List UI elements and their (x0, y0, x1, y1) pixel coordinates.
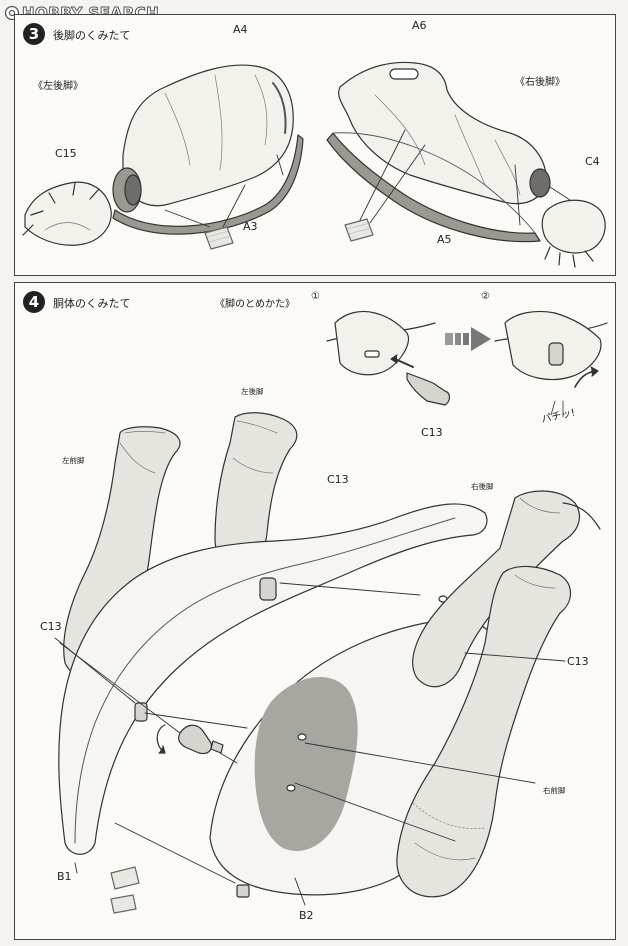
step-3-panel: 3 後脚のくみたて 《左後脚》 《右後脚》 A4 A6 C15 A3 C4 A5 (14, 14, 616, 276)
right-rear-foot-c4 (541, 199, 606, 254)
label-b2: B2 (299, 909, 314, 922)
tape-strip-body-2 (110, 894, 137, 914)
left-rear-leg (214, 412, 298, 569)
left-rear-foot-c15 (24, 181, 112, 246)
sub-step-1-label: ① (311, 291, 320, 302)
sub-step-2-label: ② (481, 291, 490, 302)
detail-step-2 (494, 310, 608, 418)
c13-peg-detail (406, 372, 451, 406)
tape-strip-left (204, 226, 234, 250)
step-4-illustration (54, 310, 608, 914)
detail-step-1 (326, 310, 451, 406)
left-rear-leg-a4 (122, 64, 294, 207)
step-3-illustration (22, 61, 606, 268)
right-front-leg (396, 565, 572, 898)
part-label-a4: A4 (233, 23, 248, 36)
left-rear-leg-caption: 《左後脚》 (33, 81, 83, 92)
step-4-title: 胴体のくみたて (53, 297, 131, 310)
label-b1: B1 (57, 870, 72, 883)
label-c13-left: C13 (40, 620, 62, 633)
part-label-c15: C15 (55, 147, 77, 160)
step-3-title: 後脚のくみたて (53, 29, 131, 42)
label-left-front-leg: 左前脚 (62, 456, 85, 465)
part-label-a6: A6 (412, 19, 427, 32)
c13-peg (178, 724, 224, 755)
leg-attach-subtitle: 《脚のとめかた》 (215, 299, 295, 310)
label-right-rear-leg: 右後脚 (471, 482, 494, 491)
part-label-a5: A5 (437, 233, 452, 246)
label-c13-top: C13 (327, 473, 349, 486)
step-4-badge: 4 (23, 291, 45, 313)
step-arrow-icon (445, 327, 491, 351)
tape-strip-body-1 (110, 866, 140, 890)
step-3-badge: 3 (23, 23, 45, 45)
body-interior-shade (254, 676, 358, 851)
left-rear-leg-a3 (112, 134, 304, 235)
right-rear-leg-caption: 《右後脚》 (515, 77, 565, 88)
detail-part-label-c13: C13 (421, 426, 443, 439)
step-4-panel: 4 胴体のくみたて 《脚のとめかた》 ① ② C13 パチッ! 左後脚 左前脚 … (14, 282, 616, 940)
tape-strip-right (344, 218, 374, 242)
part-label-a3: A3 (243, 220, 258, 233)
part-label-c4: C4 (585, 155, 600, 168)
body-half-b1 (58, 503, 488, 855)
label-right-front-leg: 右前脚 (543, 786, 566, 795)
label-left-rear-leg: 左後脚 (241, 387, 264, 396)
label-c13-right: C13 (567, 655, 589, 668)
